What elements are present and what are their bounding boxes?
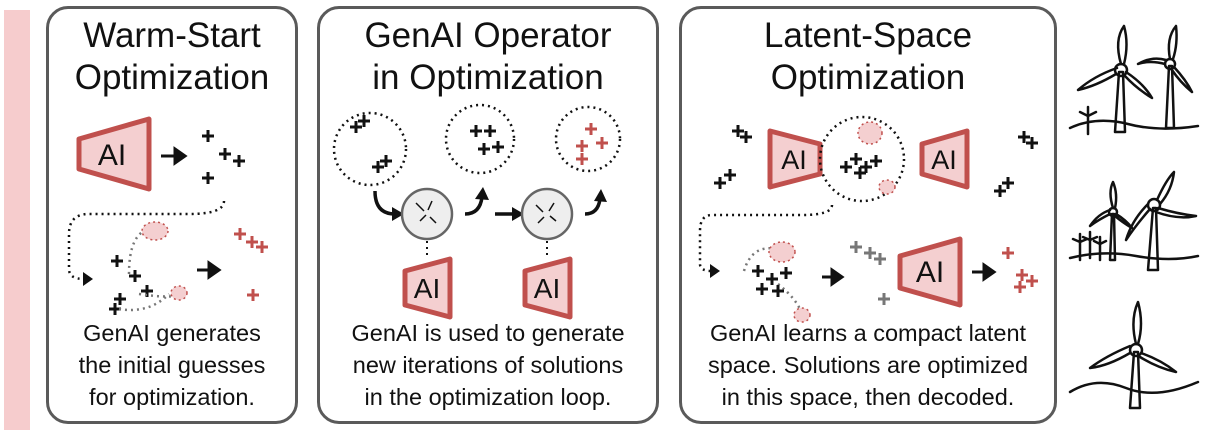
- latent-solutions: [850, 241, 890, 305]
- panel-latent-space: Latent-Space Optimization AI AI: [679, 6, 1057, 424]
- operator-node: [400, 187, 454, 241]
- optimum-region: [768, 241, 796, 263]
- initial-guesses: [202, 130, 245, 184]
- panel-title: GenAI Operator in Optimization: [364, 16, 612, 97]
- optimum-region: [793, 307, 811, 323]
- panel-caption: GenAI generates the initial guesses for …: [78, 320, 266, 410]
- operator-node: [520, 187, 574, 241]
- optimized-solutions: [234, 228, 268, 301]
- ai-generator-icon: AI: [76, 116, 152, 192]
- arrow-right-icon: [197, 260, 222, 280]
- operator-diagram: AI AI: [332, 103, 622, 320]
- ai-label: AI: [534, 273, 560, 304]
- panel-title: Warm-Start Optimization: [74, 16, 270, 97]
- search-trajectories: [118, 227, 180, 312]
- population-points: [350, 115, 504, 173]
- panel-title: Latent-Space Optimization: [763, 16, 973, 97]
- panel-caption: GenAI learns a compact latent space. Sol…: [707, 320, 1029, 410]
- wind-farm-icon: [1068, 170, 1200, 272]
- warm-start-diagram: AI: [67, 116, 268, 315]
- dotted-flow-path: [698, 204, 834, 273]
- search-cloud: [109, 255, 153, 315]
- ai-decoder-icon: AI: [919, 128, 970, 190]
- wind-turbine-column: [1068, 24, 1200, 410]
- latent-points: [840, 153, 882, 179]
- data-points: [714, 125, 752, 189]
- population-circle: [332, 111, 408, 187]
- ai-label: AI: [98, 139, 126, 172]
- latent-search-cloud: [752, 265, 792, 297]
- accent-bar: [4, 10, 30, 430]
- ai-label: AI: [931, 145, 957, 175]
- latent-space-circle: [818, 115, 906, 203]
- optimum-region: [170, 285, 188, 301]
- optimum-region: [878, 179, 896, 195]
- ai-decoder-icon: AI: [897, 236, 963, 308]
- optimum-region: [141, 221, 169, 241]
- ai-label: AI: [414, 273, 440, 304]
- operator-arrows: [415, 200, 557, 224]
- ai-encoder-icon: AI: [767, 128, 823, 190]
- single-wind-turbine-icon: [1068, 300, 1200, 410]
- arrow-right-icon: [710, 264, 720, 278]
- wind-turbine-pair-icon: [1068, 24, 1200, 136]
- panel-genai-operator: GenAI Operator in Optimization: [317, 6, 659, 424]
- decoded-solutions: [1002, 247, 1038, 293]
- panel-warm-start: Warm-Start Optimization AI: [46, 6, 298, 424]
- arrow-right-icon: [822, 267, 845, 287]
- arrow-right-icon: [83, 272, 93, 286]
- new-population-points: [576, 123, 608, 165]
- decoded-points: [994, 131, 1038, 197]
- population-circle: [444, 103, 516, 175]
- ai-operator-icon: AI: [402, 256, 453, 320]
- dotted-flow-path: [67, 200, 226, 281]
- optimum-region: [857, 121, 883, 145]
- latent-space-diagram: AI AI: [698, 115, 1038, 323]
- arrow-right-icon: [161, 146, 188, 166]
- arrow-right-icon: [972, 262, 997, 282]
- population-circle: [554, 105, 622, 173]
- ai-operator-icon: AI: [522, 256, 573, 320]
- ai-label: AI: [916, 256, 944, 289]
- panel-caption: GenAI is used to generate new iterations…: [351, 320, 625, 410]
- ai-label: AI: [781, 145, 807, 175]
- arrow-head-icon: [392, 187, 607, 221]
